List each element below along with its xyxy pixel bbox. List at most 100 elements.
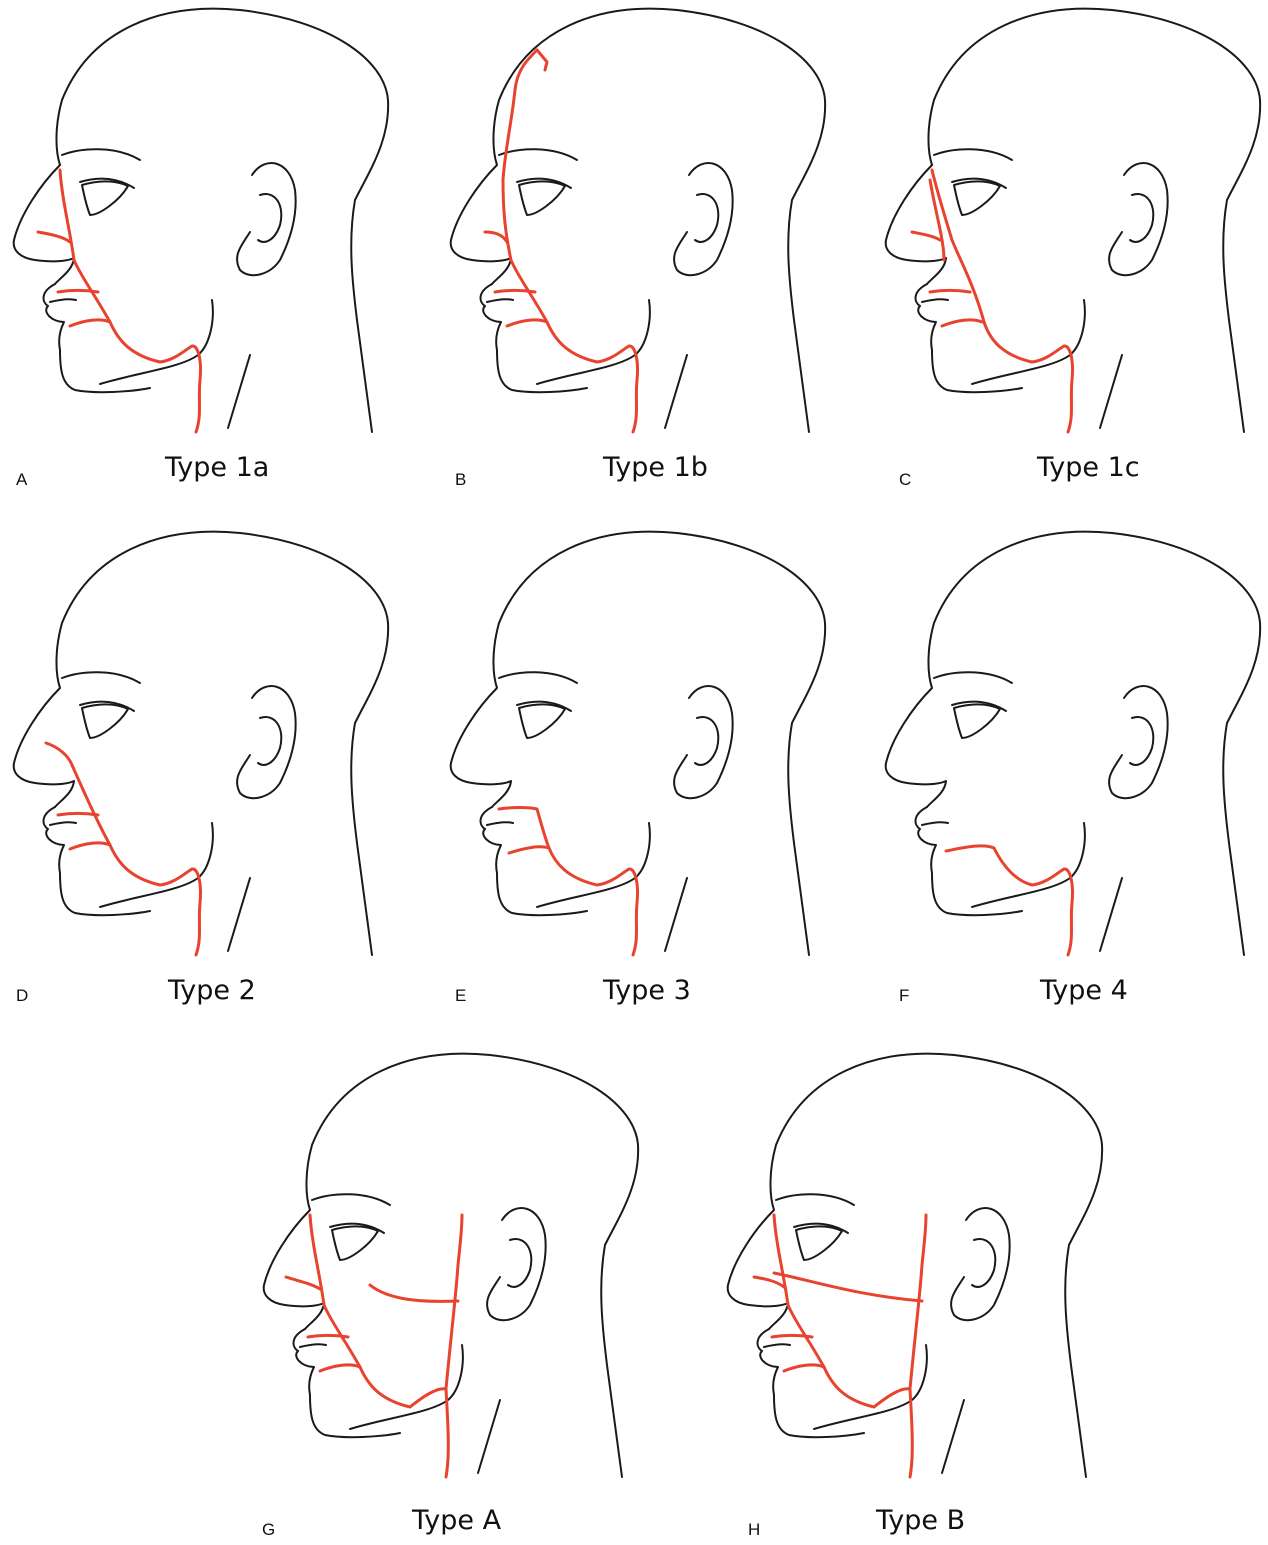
panel-caption: Type B	[876, 1505, 965, 1536]
eye	[519, 181, 565, 215]
chin-line	[537, 823, 650, 907]
artery-branch-1	[932, 170, 1073, 432]
panel-caption: Type 1a	[165, 452, 269, 483]
artery-branch-4	[70, 320, 110, 326]
neck-line	[665, 355, 687, 428]
artery-branch-5	[507, 320, 547, 326]
panel-g: G Type A	[250, 1045, 690, 1545]
panel-caption: Type 4	[1040, 975, 1128, 1006]
lower-lip	[922, 299, 948, 302]
ear-outer	[487, 1208, 546, 1320]
ear-inner	[695, 717, 718, 765]
eye	[796, 1226, 842, 1260]
panel-letter: F	[899, 986, 909, 1006]
artery-branch-6	[774, 1273, 922, 1301]
neck-line	[665, 878, 687, 951]
head-diagram	[437, 523, 857, 963]
lower-lip	[300, 1344, 326, 1347]
ear-inner	[258, 717, 281, 765]
chin-line	[972, 823, 1085, 907]
eye	[519, 704, 565, 738]
panel-caption: Type A	[412, 1505, 501, 1536]
ear-inner	[1130, 194, 1153, 242]
chin-line	[972, 300, 1085, 384]
lower-lip	[487, 299, 513, 302]
artery-branch-4	[495, 291, 535, 293]
panel-e: E Type 3	[437, 523, 877, 1023]
artery-branch-1	[310, 1215, 448, 1477]
artery-branch-1	[774, 1215, 912, 1477]
ear-outer	[1109, 686, 1168, 798]
artery-branch-3	[772, 1336, 812, 1338]
artery-branch-1	[946, 846, 1073, 955]
head-outline	[728, 1054, 1102, 1477]
artery-branch-4	[784, 1365, 824, 1371]
eyebrow	[62, 672, 140, 683]
head-outline	[264, 1054, 638, 1477]
head-diagram	[872, 523, 1268, 963]
neck-line	[228, 878, 250, 951]
panel-letter: G	[262, 1520, 275, 1540]
ear-outer	[237, 686, 296, 798]
artery-branch-3	[485, 232, 507, 242]
panel-caption: Type 3	[603, 975, 691, 1006]
ear-inner	[258, 194, 281, 242]
artery-branch-4	[930, 291, 970, 293]
artery-branch-2	[537, 50, 547, 70]
panel-letter: D	[16, 986, 28, 1006]
eyebrow	[499, 149, 577, 160]
neck-line	[478, 1400, 500, 1473]
head-diagram	[0, 0, 420, 440]
head-diagram	[872, 0, 1268, 440]
artery-branch-3	[308, 1336, 348, 1338]
lower-lip	[50, 299, 76, 302]
eye	[954, 704, 1000, 738]
chin-line	[100, 300, 213, 384]
neck-line	[942, 1400, 964, 1473]
ear-outer	[674, 163, 733, 275]
artery-branch-3	[58, 291, 98, 293]
panel-letter: A	[16, 470, 27, 490]
panel-letter: B	[455, 470, 466, 490]
artery-branch-2	[286, 1277, 320, 1289]
ear-inner	[695, 194, 718, 242]
neck-line	[228, 355, 250, 428]
eyebrow	[776, 1194, 854, 1205]
eyebrow	[499, 672, 577, 683]
ear-inner	[1130, 717, 1153, 765]
eye	[82, 181, 128, 215]
ear-outer	[951, 1208, 1010, 1320]
panel-a: A Type 1a	[0, 0, 440, 500]
artery-branch-3	[70, 843, 110, 849]
lower-lip	[50, 822, 76, 825]
eye	[82, 704, 128, 738]
lower-lip	[922, 822, 948, 825]
artery-branch-2	[38, 232, 70, 242]
ear-outer	[237, 163, 296, 275]
panel-d: D Type 2	[0, 523, 440, 1023]
head-diagram	[437, 0, 857, 440]
ear-inner	[972, 1239, 995, 1287]
neck-line	[1100, 355, 1122, 428]
artery-branch-3	[912, 232, 940, 240]
ear-outer	[1109, 163, 1168, 275]
eyebrow	[62, 149, 140, 160]
panel-caption: Type 2	[168, 975, 256, 1006]
artery-branch-6	[370, 1285, 458, 1301]
artery-branch-1	[60, 170, 201, 432]
panel-h: H Type B	[714, 1045, 1154, 1545]
lower-lip	[764, 1344, 790, 1347]
panel-f: F Type 4	[872, 523, 1268, 1023]
eyebrow	[312, 1194, 390, 1205]
panel-c: C Type 1c	[872, 0, 1268, 500]
artery-branch-2	[754, 1277, 784, 1287]
head-diagram	[250, 1045, 670, 1485]
artery-branch-5	[942, 320, 982, 326]
ear-inner	[508, 1239, 531, 1287]
artery-branch-2	[58, 814, 98, 816]
ear-outer	[674, 686, 733, 798]
panel-letter: C	[899, 470, 911, 490]
artery-branch-1	[499, 808, 638, 956]
panel-b: B Type 1b	[437, 0, 877, 500]
chin-line	[100, 823, 213, 907]
